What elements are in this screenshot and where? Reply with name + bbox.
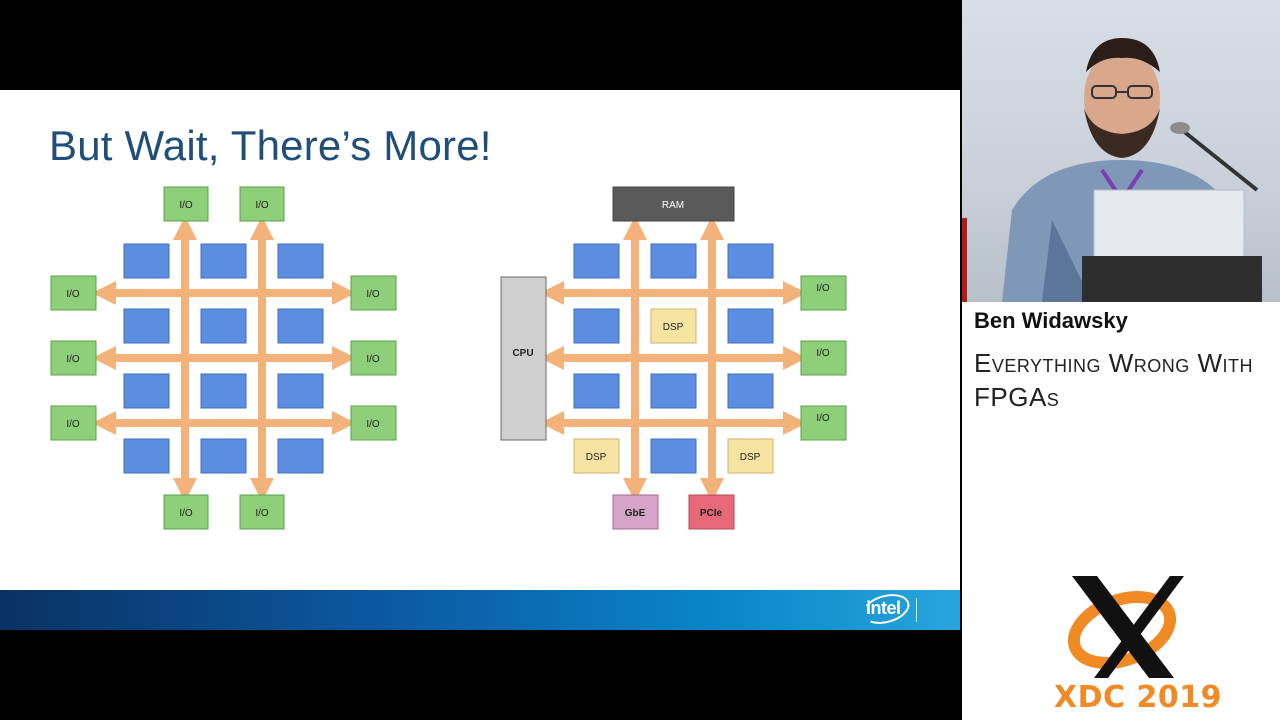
footer-divider <box>916 598 917 622</box>
pcie-label: PCIe <box>700 508 723 519</box>
logic-block <box>123 243 170 279</box>
logic-block <box>727 308 774 344</box>
io-label: I/O <box>255 508 269 519</box>
gbe-block <box>612 494 659 530</box>
io-block <box>50 340 97 376</box>
dsp-block <box>727 438 774 474</box>
io-label: I/O <box>816 413 830 424</box>
intel-logo: intel <box>866 598 901 618</box>
io-block <box>239 186 285 222</box>
io-block <box>163 186 209 222</box>
logic-block <box>650 373 697 409</box>
logic-block <box>277 373 324 409</box>
io-block <box>50 275 97 311</box>
logic-block <box>573 243 620 279</box>
io-label: I/O <box>366 289 380 300</box>
logic-block <box>200 438 247 474</box>
io-block <box>800 340 847 376</box>
slide: But Wait, There’s More! <box>0 90 960 630</box>
dsp-label: DSP <box>740 452 761 463</box>
io-label: I/O <box>66 289 80 300</box>
io-label: I/O <box>816 283 830 294</box>
logic-block <box>123 308 170 344</box>
left-routing <box>92 216 356 502</box>
ram-block <box>612 186 735 222</box>
dsp-label: DSP <box>663 322 684 333</box>
logic-block <box>123 373 170 409</box>
slide-title: But Wait, There’s More! <box>49 122 492 169</box>
io-block <box>350 405 397 441</box>
logic-block <box>727 373 774 409</box>
logic-block <box>200 373 247 409</box>
io-label: I/O <box>366 419 380 430</box>
io-block <box>350 340 397 376</box>
io-label: I/O <box>366 354 380 365</box>
logic-block <box>573 373 620 409</box>
speaker-video <box>962 0 1280 302</box>
io-block <box>50 405 97 441</box>
left-fpga-diagram: I/O I/O I/O I/O I/O I/O I/O I/O I/O I/O <box>50 186 397 530</box>
fpga-diagrams: I/O I/O I/O I/O I/O I/O I/O I/O I/O I/O <box>50 186 847 530</box>
io-block <box>800 275 847 311</box>
logic-block <box>727 243 774 279</box>
io-label: I/O <box>66 419 80 430</box>
ram-label: RAM <box>662 200 684 211</box>
gbe-label: GbE <box>625 508 646 519</box>
cpu-label: CPU <box>512 348 533 359</box>
slide-footer-bar: intel <box>0 590 960 630</box>
event-name: XDC 2019 <box>1054 680 1222 715</box>
xdc-logo-letter: X <box>1052 572 1053 573</box>
right-fpga-diagram: DSP DSP DSP RAM <box>500 186 847 530</box>
logic-block <box>277 243 324 279</box>
io-block <box>239 494 285 530</box>
logic-block <box>650 438 697 474</box>
cpu-block <box>500 276 547 441</box>
talk-title: Everything Wrong With FPGAs <box>974 348 1254 412</box>
right-logic-blocks: DSP DSP DSP <box>573 243 774 474</box>
io-block <box>350 275 397 311</box>
talk-info-panel: Ben Widawsky Everything Wrong With FPGAs… <box>962 302 1280 720</box>
io-block <box>163 494 209 530</box>
logic-block <box>200 308 247 344</box>
dsp-block <box>573 438 620 474</box>
logic-block <box>573 308 620 344</box>
logic-block <box>650 243 697 279</box>
pcie-block <box>688 494 735 530</box>
left-io-blocks: I/O I/O I/O I/O I/O I/O I/O I/O I/O I/O <box>50 186 397 530</box>
io-label: I/O <box>66 354 80 365</box>
dsp-block <box>650 308 697 344</box>
logic-block <box>200 243 247 279</box>
io-label: I/O <box>179 508 193 519</box>
io-label: I/O <box>255 200 269 211</box>
io-label: I/O <box>816 348 830 359</box>
left-logic-blocks <box>123 243 324 474</box>
logic-block <box>277 438 324 474</box>
io-label: I/O <box>179 200 193 211</box>
io-block <box>800 405 847 441</box>
logic-block <box>123 438 170 474</box>
speaker-photo <box>1002 38 1262 302</box>
right-routing <box>540 216 807 502</box>
xdc-logo: X <box>1052 572 1184 678</box>
logic-block <box>277 308 324 344</box>
dsp-label: DSP <box>586 452 607 463</box>
speaker-name: Ben Widawsky <box>974 308 1128 333</box>
